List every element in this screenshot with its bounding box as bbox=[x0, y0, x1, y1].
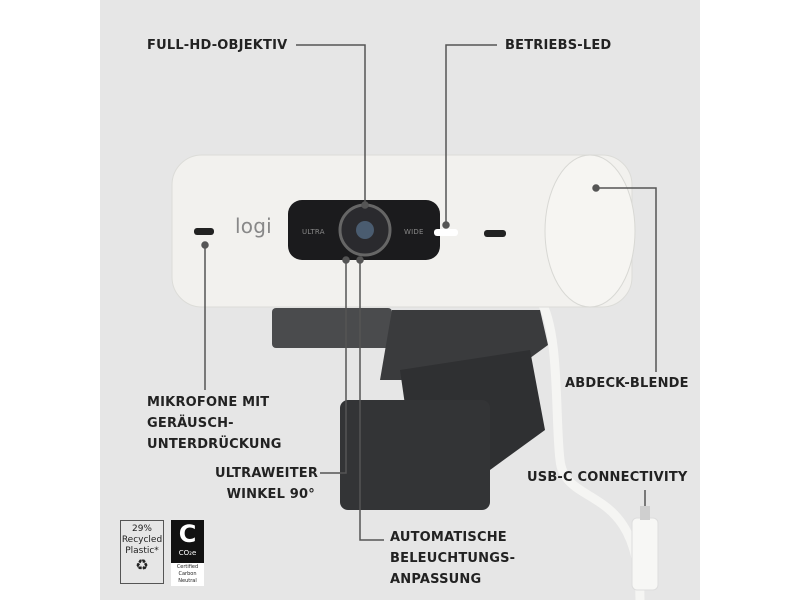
logo: logi bbox=[235, 214, 272, 238]
cable bbox=[536, 297, 645, 600]
label-lens: FULL-HD-OBJEKTIV bbox=[147, 38, 288, 53]
mic-right bbox=[484, 230, 506, 237]
line: WINKEL 90° bbox=[226, 487, 315, 502]
stand-foot bbox=[340, 400, 490, 510]
line: UNTERDRÜCKUNG bbox=[147, 437, 282, 452]
co2-text: CO₂e bbox=[178, 549, 197, 557]
leader-lines bbox=[201, 44, 657, 541]
status-led bbox=[434, 229, 458, 236]
line: GERÄUSCH- bbox=[147, 416, 234, 431]
line: ANPASSUNG bbox=[390, 572, 482, 587]
label-usb: USB-C CONNECTIVITY bbox=[527, 470, 688, 485]
line: Carbon Neutral bbox=[178, 571, 197, 584]
line: MIKROFONE MIT bbox=[147, 395, 270, 410]
c-icon: C bbox=[178, 520, 197, 548]
label-mic: MIKROFONE MIT GERÄUSCH- UNTERDRÜCKUNG bbox=[147, 392, 282, 455]
ultra-text: ULTRA bbox=[302, 228, 325, 236]
line: ULTRAWEITER bbox=[215, 466, 319, 481]
line: 29% bbox=[131, 524, 152, 534]
line: AUTOMATISCHE bbox=[390, 530, 507, 545]
stand-hinge bbox=[272, 308, 392, 348]
label-wide: ULTRAWEITER WINKEL 90° bbox=[215, 463, 319, 505]
recycle-icon: ♻ bbox=[135, 556, 149, 574]
privacy-cover bbox=[544, 154, 636, 308]
line: Plastic* bbox=[125, 546, 159, 556]
label-cover: ABDECK-BLENDE bbox=[565, 376, 689, 391]
lens-glass bbox=[356, 221, 374, 239]
label-led: BETRIEBS-LED bbox=[505, 38, 612, 53]
usb-c-tip bbox=[640, 506, 650, 520]
line: Certified bbox=[176, 564, 199, 570]
label-light: AUTOMATISCHE BELEUCHTUNGS- ANPASSUNG bbox=[390, 527, 515, 590]
line: BELEUCHTUNGS- bbox=[390, 551, 516, 566]
wide-text: WIDE bbox=[404, 228, 424, 236]
line: Recycled bbox=[121, 535, 163, 545]
mic-left bbox=[194, 228, 214, 235]
usb-c-plug bbox=[631, 517, 659, 591]
